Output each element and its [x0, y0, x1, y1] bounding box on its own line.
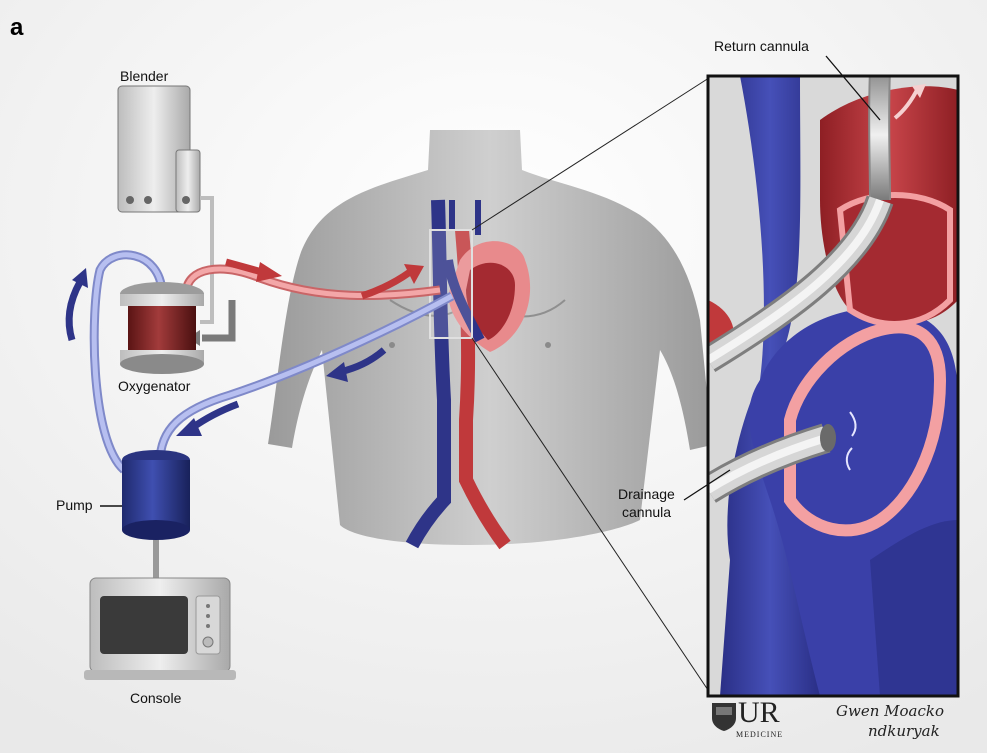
logo-subtitle: MEDICINE — [736, 730, 783, 739]
signature-line1: Gwen Moacko — [836, 702, 944, 720]
oxygenator-label: Oxygenator — [118, 378, 190, 394]
signature-line2: ndkuryak — [868, 722, 940, 740]
drainage-cannula-label-line1: Drainage — [618, 486, 675, 502]
blender-label: Blender — [120, 68, 168, 84]
zoomed-heart-inset — [708, 70, 958, 696]
logo-letters: UR — [738, 698, 780, 728]
console-label: Console — [130, 690, 181, 706]
console-device — [84, 578, 236, 680]
return-cannula-label: Return cannula — [714, 38, 809, 54]
pump-label: Pump — [56, 497, 93, 513]
drainage-cannula-label-line2: cannula — [622, 504, 671, 520]
zoom-region-box — [430, 230, 472, 338]
panel-letter: a — [10, 14, 23, 42]
oxygenator-device — [120, 282, 204, 374]
